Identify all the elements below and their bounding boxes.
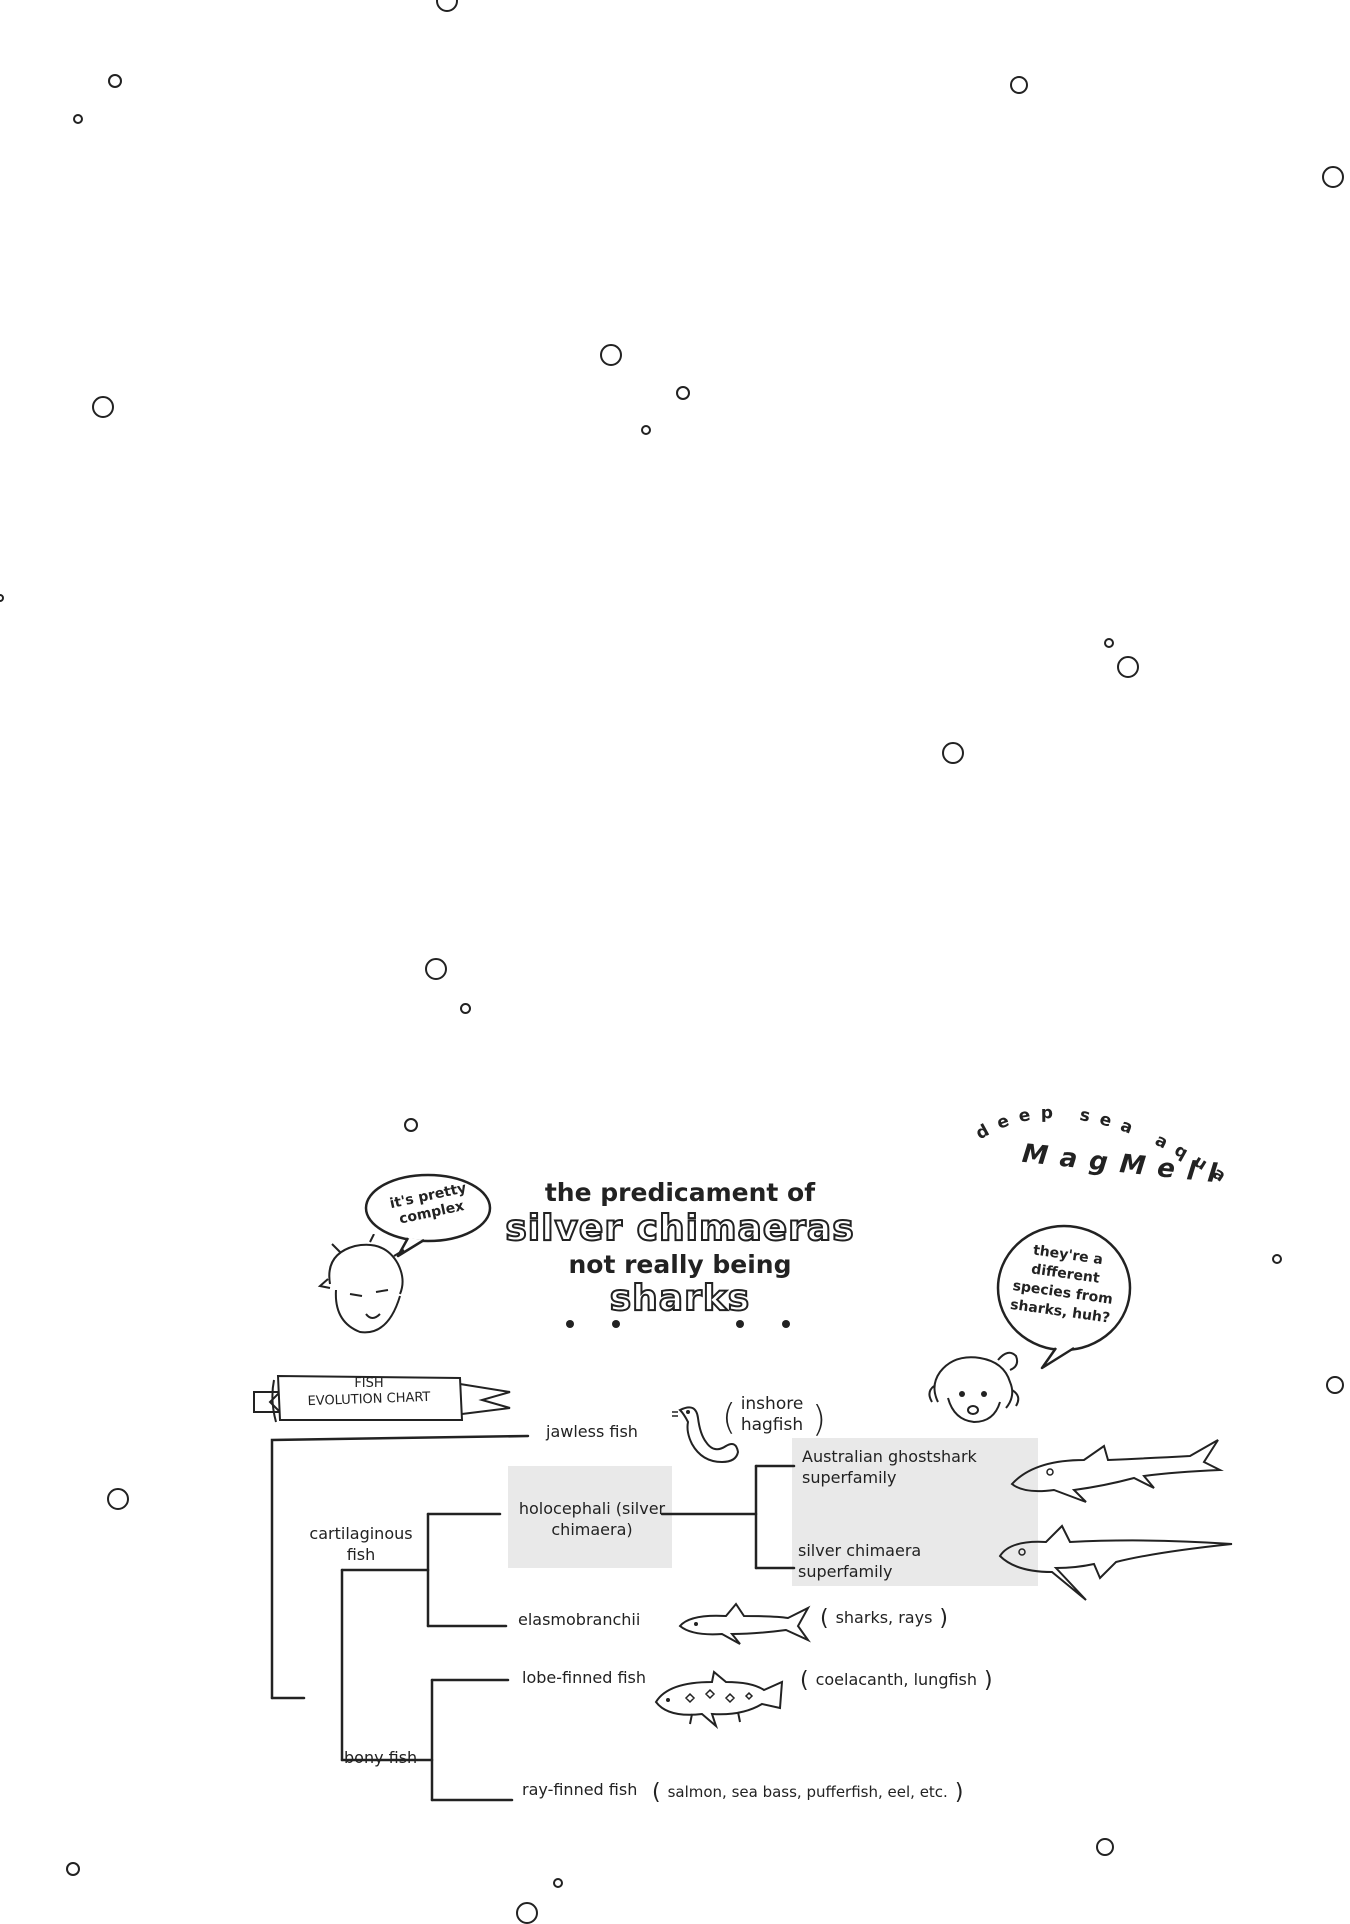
node-silver-chimaera-superfamily: silver chimaera superfamily <box>798 1541 922 1581</box>
aquarium-header: deep sea aquarium MagMell <box>960 1090 1230 1192</box>
page-title: the predicament of silver chimaeras not … <box>480 1168 880 1328</box>
node-jawless-fish: jawless fish <box>546 1422 638 1441</box>
bubble-decor <box>92 396 114 418</box>
node-elasmobranchii: elasmobranchii <box>518 1610 641 1629</box>
bubble-decor <box>1326 1376 1344 1394</box>
bubble-decor <box>942 742 964 764</box>
bubble-decor <box>1272 1254 1282 1264</box>
bubble-decor <box>676 386 690 400</box>
bubble-decor <box>425 958 447 980</box>
bubble-decor <box>404 1118 418 1132</box>
bubble-decor <box>460 1003 471 1014</box>
node-cartilaginous-fish: cartilaginous fish <box>309 1524 413 1564</box>
banner-text: FISH EVOLUTION CHART <box>284 1376 454 1409</box>
ray-examples: salmon, sea bass, pufferfish, eel, etc. <box>652 1780 963 1805</box>
jawless-example-2: hagfish <box>740 1415 804 1435</box>
node-bony-fish: bony fish <box>344 1748 418 1767</box>
title-line-3: not really being <box>568 1250 792 1279</box>
node-lobe-finned-fish: lobe-finned fish <box>522 1668 647 1687</box>
shark-icon <box>678 1602 811 1645</box>
title-line-4: sharks <box>609 1277 751 1320</box>
jawless-example-1: inshore <box>740 1394 804 1414</box>
bubble-decor <box>553 1878 563 1888</box>
ghostshark-icon <box>1010 1439 1224 1503</box>
speech-bubble-right <box>996 1224 1132 1370</box>
bubble-decor <box>1322 166 1344 188</box>
bubble-decor <box>641 425 651 435</box>
elasmo-examples: sharks, rays <box>820 1606 948 1631</box>
node-holocephali: holocephali (silver chimaera) <box>518 1499 666 1539</box>
bubble-decor <box>1010 76 1028 94</box>
bubble-decor <box>0 594 4 602</box>
holocephali-highlight <box>508 1466 672 1568</box>
title-line-2: silver chimaeras <box>504 1207 855 1250</box>
node-ghostshark-superfamily: Australian ghostshark superfamily <box>802 1447 977 1487</box>
silver-chimaera-icon <box>998 1524 1233 1601</box>
jawless-examples: ( inshore hagfish ) <box>722 1394 827 1440</box>
bubble-decor <box>1117 656 1139 678</box>
bubble-decor <box>73 114 83 124</box>
boy-character-icon <box>317 1234 405 1334</box>
lobe-examples: coelacanth, lungfish <box>800 1668 993 1693</box>
speech-bubble-left <box>364 1173 492 1258</box>
node-ray-finned-fish: ray-finned fish <box>522 1780 638 1799</box>
banner-line-1: FISH <box>354 1376 384 1391</box>
ellipsis-dots <box>560 1318 800 1330</box>
bubble-decor <box>107 1488 129 1510</box>
chart-banner-ribbon <box>253 1374 511 1423</box>
superfamily-highlight <box>792 1438 1038 1586</box>
hagfish-icon <box>672 1406 740 1464</box>
bubble-decor <box>600 344 622 366</box>
bubble-decor <box>1096 1838 1114 1856</box>
girl-character-icon <box>928 1351 1020 1424</box>
bubble-decor <box>66 1862 80 1876</box>
bubble-decor <box>1104 638 1114 648</box>
coelacanth-icon <box>654 1670 784 1730</box>
bubble-decor <box>108 74 122 88</box>
title-line-1: the predicament of <box>544 1178 816 1207</box>
